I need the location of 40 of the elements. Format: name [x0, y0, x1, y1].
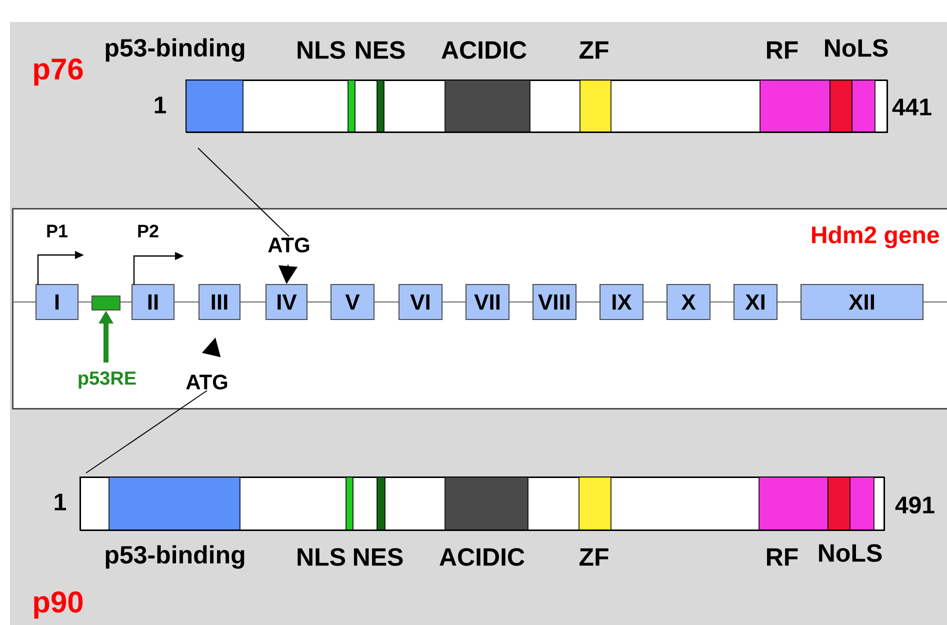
domain-label: NLS [298, 41, 346, 59]
exon-box: IV [266, 284, 308, 320]
domain-label: NES [356, 41, 405, 59]
residue-number: 441 [892, 98, 932, 116]
domain-label: RF [767, 41, 798, 59]
exon-box: II [132, 284, 174, 320]
element-label: p53RE [78, 371, 136, 389]
exon-box: VIII [532, 284, 576, 320]
exon-box: V [330, 284, 374, 320]
exon-box: III [198, 284, 240, 320]
promoter-label: P1 [47, 224, 68, 238]
exon-box: I [36, 284, 78, 320]
domain-label: ZF [579, 41, 608, 59]
residue-number: 1 [154, 96, 166, 114]
domain-label: RF [767, 548, 798, 566]
domain-label: NoLS [819, 544, 882, 562]
promoter-label: P2 [138, 224, 158, 238]
leader-line [86, 390, 208, 474]
codon-label: ATG [268, 238, 310, 252]
exon-box: VII [466, 284, 510, 320]
domain-label: p53-binding [106, 545, 244, 569]
domain-label: p53-binding [106, 38, 244, 62]
domain-label: NLS [298, 548, 346, 566]
exon-box: VI [398, 284, 442, 320]
exon-box: XI [734, 284, 778, 320]
domain-label: ACIDIC [442, 41, 526, 59]
protein-name: p90 [34, 591, 83, 619]
domain-label: NoLS [825, 39, 888, 57]
domain-label: NES [354, 548, 403, 566]
residue-number: 491 [895, 496, 934, 514]
leader-line [198, 148, 290, 237]
exon-box: X [666, 284, 710, 320]
domain-label: ACIDIC [440, 548, 524, 566]
gene-title: Hdm2 gene [812, 226, 939, 248]
domain-label: ZF [579, 548, 608, 566]
codon-label: ATG [186, 374, 228, 390]
exon-box: XII [800, 284, 924, 320]
protein-name: p76 [34, 58, 83, 86]
residue-number: 1 [54, 494, 66, 510]
exon-box: IX [600, 284, 644, 320]
